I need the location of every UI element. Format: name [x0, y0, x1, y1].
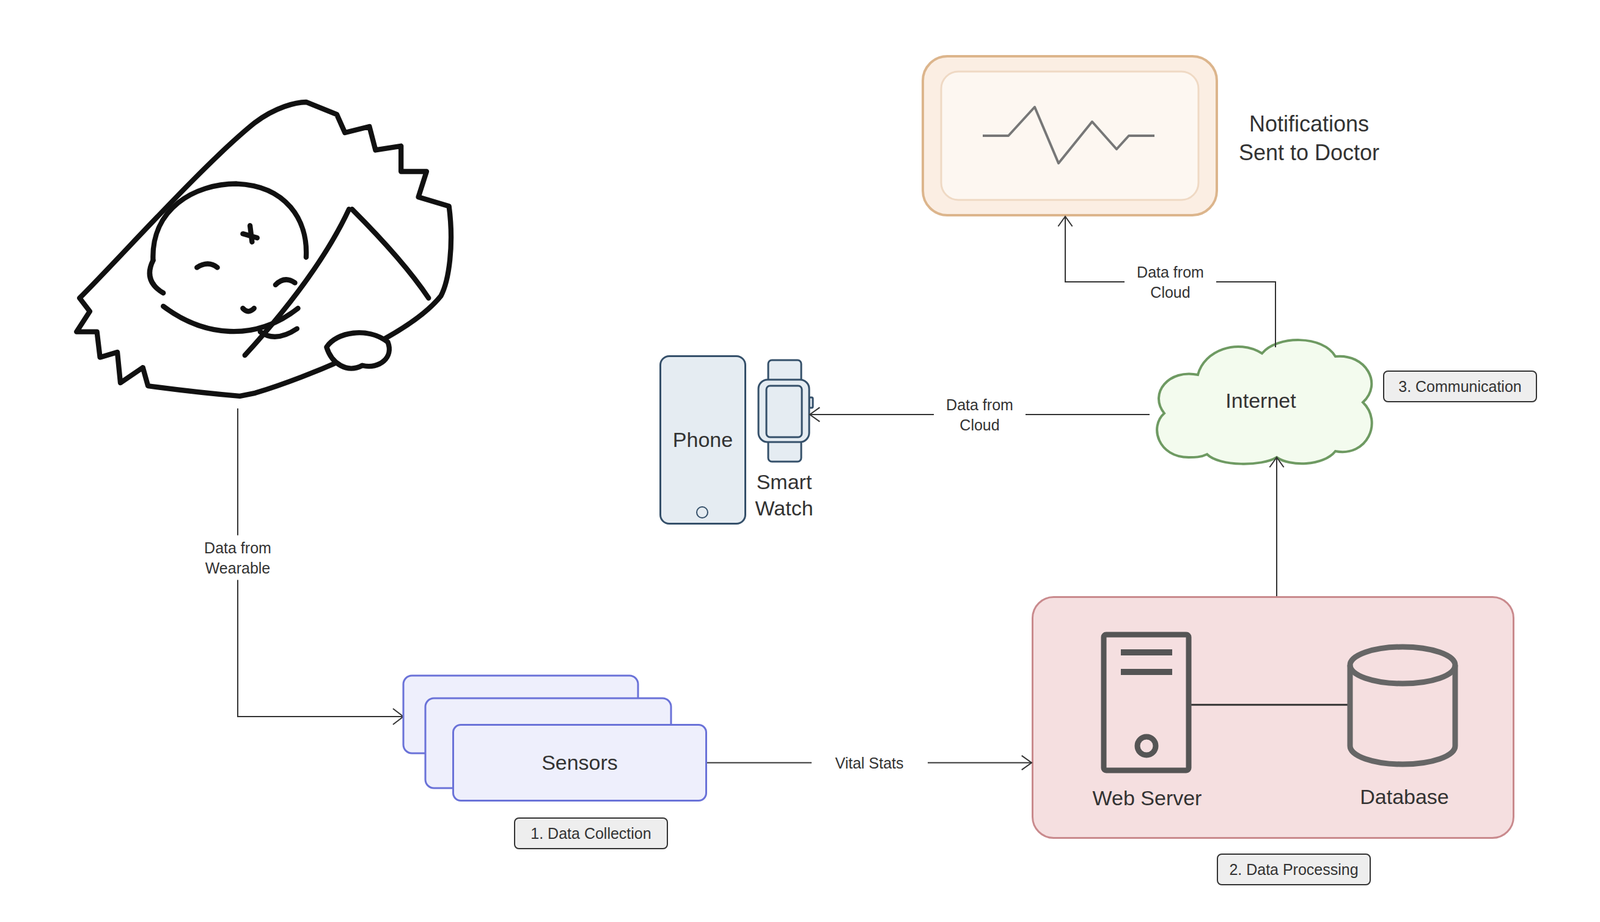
arrow-head [1057, 216, 1072, 227]
arrow-head [1021, 755, 1032, 770]
database-icon [1350, 646, 1456, 764]
callout-number: 2. Data Processing [1216, 853, 1371, 885]
processing-group: 2. Data ProcessingWeb ServerDatabase [1031, 595, 1515, 839]
server-icon [1103, 634, 1189, 771]
wire-label: Data from Wearable [191, 535, 284, 580]
blanket-fold [245, 209, 349, 356]
database-top [1350, 646, 1456, 684]
home-button [696, 506, 708, 518]
watch-screen [766, 385, 802, 437]
phone-device: Phone [659, 355, 747, 525]
web-server: Web Server [1103, 634, 1191, 772]
internet-cloud: Internet3. Communication [1145, 334, 1376, 467]
callout-number: 1. Data Collection [513, 817, 668, 849]
leader-line [237, 408, 404, 717]
connector [1190, 704, 1351, 705]
connector-line [1065, 216, 1276, 348]
node-label: Web Server [1067, 785, 1228, 810]
arrow-head [392, 708, 404, 725]
node-label: Internet [1145, 334, 1376, 467]
connector [707, 755, 1032, 770]
node-label: Sensors [454, 725, 706, 800]
smart-watch: Smart Watch [758, 359, 810, 462]
node-label: Phone [661, 356, 745, 523]
notification-monitor: Notifications Sent to Doctor [921, 55, 1219, 217]
baby-hand [326, 332, 390, 368]
server-case [1103, 634, 1189, 771]
connector [809, 407, 1150, 422]
baby-illustration [76, 102, 452, 397]
connector-line [1190, 703, 1351, 706]
connector [1057, 216, 1276, 348]
blanket-fold [352, 209, 429, 298]
baby-ear [149, 260, 164, 293]
connector-line [1276, 457, 1278, 596]
node-label: Database [1324, 784, 1485, 809]
baby-eye [275, 279, 296, 285]
arrow-head [1269, 457, 1284, 467]
connector [1269, 457, 1284, 596]
server-slot [1120, 652, 1173, 672]
callout-number: 3. Communication [1383, 370, 1538, 403]
watch-body [758, 379, 810, 442]
ecg-line [982, 106, 1155, 164]
watch-outline [758, 359, 810, 462]
wearable-wire [237, 408, 404, 725]
server-button [1137, 736, 1156, 755]
sensor-box: Sensors1. Data Collection [452, 723, 708, 802]
baby-hair [242, 225, 257, 243]
baby-nose [242, 308, 254, 312]
connector-line [809, 413, 1150, 415]
database-body [1350, 664, 1456, 764]
baby-eye [196, 264, 217, 268]
monitor-screen [941, 71, 1199, 200]
node-heading: Notifications Sent to Doctor [1229, 110, 1389, 168]
database: Database [1350, 646, 1459, 766]
baby-head [152, 183, 307, 261]
connector-line [707, 762, 1032, 764]
node-label: Smart Watch [747, 468, 821, 521]
blanket-outline [76, 102, 452, 397]
arrow-head [809, 407, 820, 422]
